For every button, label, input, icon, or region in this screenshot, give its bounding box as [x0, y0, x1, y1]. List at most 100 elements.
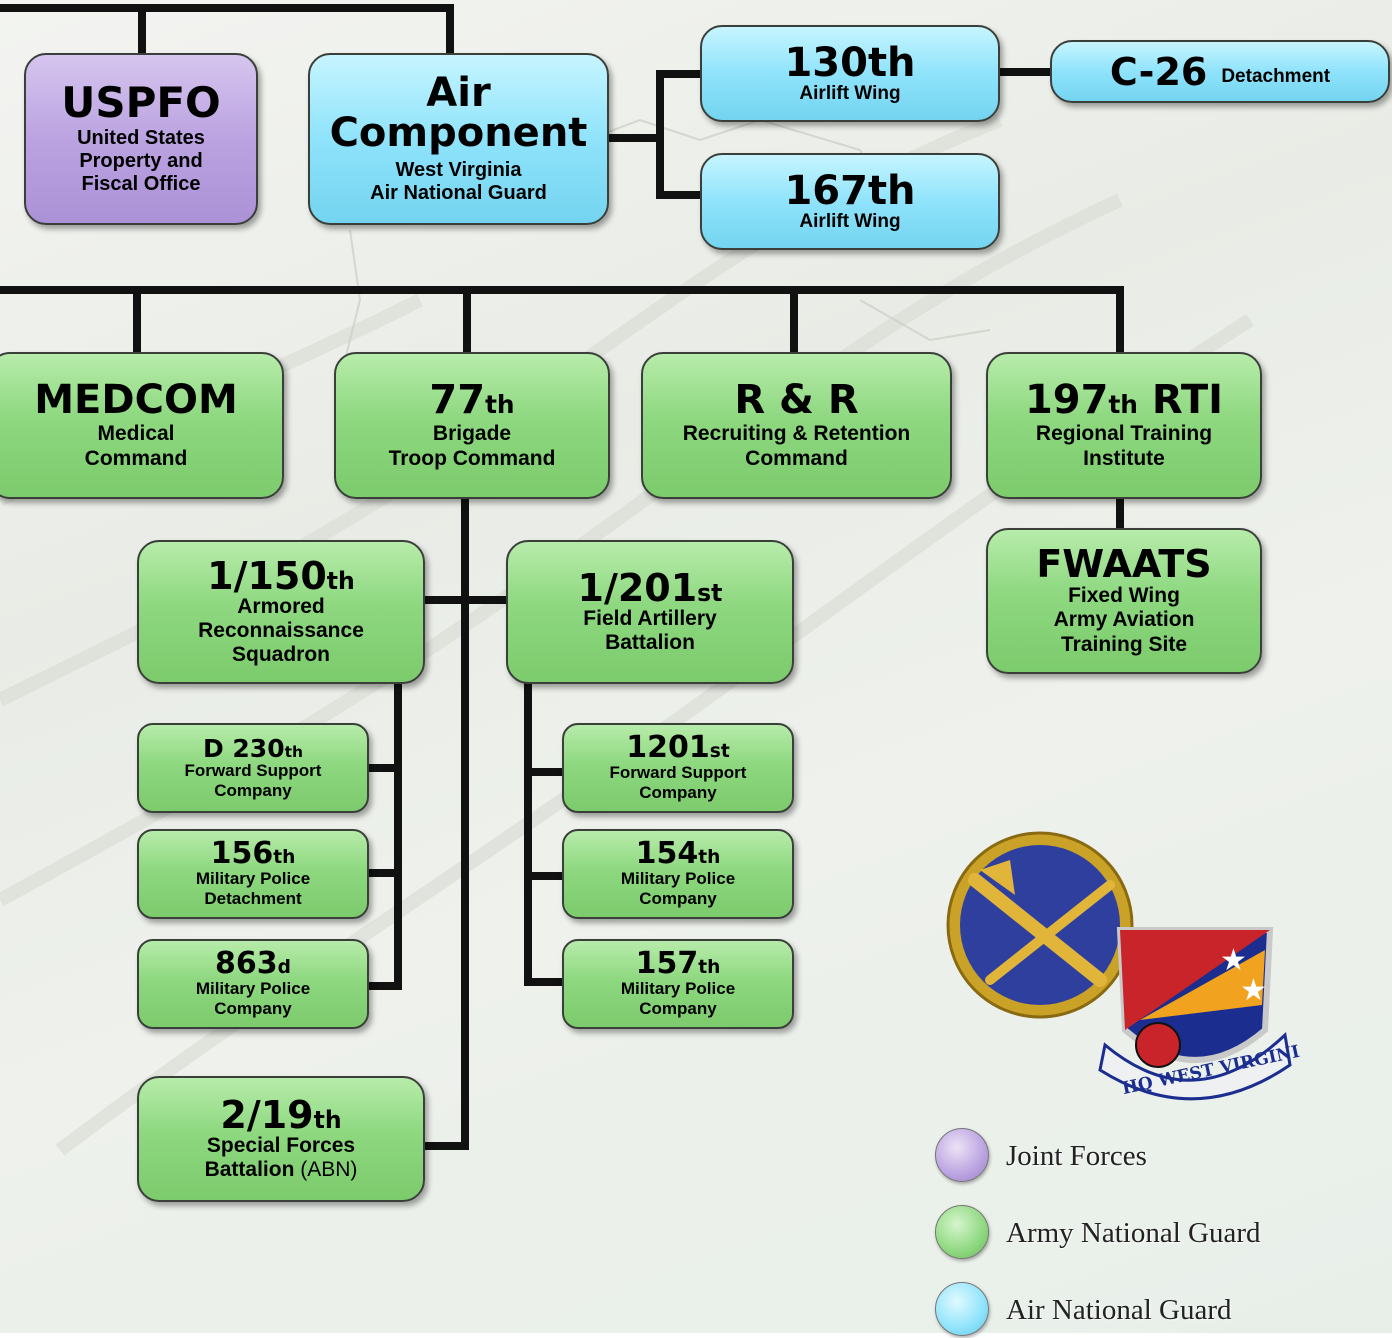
- s150-num: 1/150: [207, 553, 327, 598]
- aw167-sfx: th: [867, 167, 916, 214]
- aw167-num: 167: [784, 167, 868, 214]
- uspfo-sub2: Property and: [79, 150, 203, 172]
- fs-1201-box: 1201st Forward Support Company: [562, 723, 794, 813]
- army-patch-icon: [946, 831, 1134, 1019]
- aw130-sfx: th: [867, 39, 916, 86]
- uspfo-sub1: United States: [77, 127, 205, 149]
- rti-sub1: Regional Training: [1035, 422, 1213, 446]
- airlift-wing-130-box: 130th Airlift Wing: [700, 25, 1000, 122]
- uspfo-title: USPFO: [61, 78, 221, 127]
- svg-text:★: ★: [1220, 943, 1247, 978]
- fa201-sfx: st: [697, 578, 723, 607]
- mp863-sfx: d: [277, 957, 291, 979]
- d230-sub2: Company: [214, 780, 292, 800]
- brigade-77-box: 77th Brigade Troop Command: [334, 352, 610, 499]
- s150-sfx: th: [326, 566, 355, 595]
- mp156-sfx: th: [273, 847, 296, 869]
- unit-patches: ★ ★ HQ WEST VIRGINIA ANG: [940, 830, 1362, 1120]
- sf219-num: 2/19: [220, 1092, 314, 1137]
- mp157-sfx: th: [698, 957, 721, 979]
- sf219-sub2b: (ABN): [294, 1158, 358, 1181]
- fwaats-title: FWAATS: [1036, 542, 1212, 587]
- c26-sub: Detachment: [1221, 65, 1331, 87]
- medcom-sub2: Command: [84, 446, 188, 470]
- recruiting-retention-box: R & R Recruiting & Retention Command: [641, 352, 952, 499]
- rr-sub2: Command: [745, 446, 848, 470]
- b77-sfx: th: [485, 390, 515, 420]
- mp156-num: 156: [210, 836, 274, 872]
- s150-sub1: Armored: [237, 594, 325, 618]
- s150-sub3: Squadron: [232, 643, 330, 667]
- aw130-num: 130: [784, 39, 868, 86]
- legend-army-label: Army National Guard: [1006, 1217, 1261, 1249]
- mp-154-box: 154th Military Police Company: [562, 829, 794, 919]
- air-guard-patch-icon: ★ ★ HQ WEST VIRGINIA ANG: [1098, 927, 1362, 1101]
- mp863-num: 863: [215, 946, 278, 982]
- d230-num: D 230: [202, 733, 285, 763]
- legend-joint-label: Joint Forces: [1006, 1140, 1147, 1172]
- air-component-box: Air Component West Virginia Air National…: [308, 53, 609, 225]
- field-artillery-1-201-box: 1/201st Field Artillery Battalion: [506, 540, 794, 684]
- air-sub2: Air National Guard: [370, 182, 547, 204]
- mp-156-box: 156th Military Police Detachment: [137, 829, 369, 919]
- mp157-sub1: Military Police: [620, 979, 736, 999]
- b77-sub2: Troop Command: [388, 446, 556, 470]
- rti-sfx: th: [1108, 390, 1138, 420]
- fs1201-num: 1201: [626, 730, 710, 766]
- mp863-sub1: Military Police: [195, 979, 311, 999]
- fs1201-sfx: st: [709, 741, 730, 763]
- aw167-sub: Airlift Wing: [799, 210, 901, 232]
- medcom-box: MEDCOM Medical Command: [0, 352, 284, 499]
- mp156-sub2: Detachment: [204, 889, 302, 908]
- mp157-num: 157: [635, 946, 699, 982]
- special-forces-2-19-box: 2/19th Special Forces Battalion (ABN): [137, 1076, 425, 1202]
- fa201-sub2: Battalion: [605, 631, 695, 654]
- rti-num: 197: [1024, 377, 1109, 424]
- legend-joint-dot: [935, 1128, 989, 1182]
- rti-tail: RTI: [1137, 377, 1224, 424]
- mp154-sub1: Military Police: [620, 869, 736, 889]
- sf219-sub1: Special Forces: [206, 1133, 356, 1157]
- mp154-sfx: th: [698, 847, 721, 869]
- fa201-sub1: Field Artillery: [583, 606, 717, 630]
- fa201-num: 1/201: [577, 565, 698, 610]
- s150-sub2: Reconnaissance: [198, 618, 364, 642]
- fwaats-sub2: Army Aviation: [1053, 608, 1195, 632]
- mp156-sub1: Military Police: [195, 869, 311, 889]
- rr-sub1: Recruiting & Retention: [682, 422, 911, 446]
- legend-air-label: Air National Guard: [1006, 1294, 1232, 1326]
- aw130-sub: Airlift Wing: [799, 82, 901, 104]
- sf219-sub2: Battalion: [204, 1158, 295, 1181]
- medcom-sub1: Medical: [97, 422, 175, 446]
- d230-sfx: th: [284, 742, 304, 761]
- airlift-wing-167-box: 167th Airlift Wing: [700, 153, 1000, 250]
- d230-sub1: Forward Support: [184, 760, 322, 780]
- d230-box: D 230th Forward Support Company: [137, 723, 369, 813]
- mp157-sub2: Company: [639, 999, 717, 1018]
- legend-army-dot: [935, 1205, 989, 1259]
- b77-num: 77: [429, 377, 486, 424]
- sf219-sfx: th: [313, 1105, 342, 1134]
- squadron-1-150-box: 1/150th Armored Reconnaissance Squadron: [137, 540, 425, 684]
- air-title-2: Component: [329, 110, 588, 156]
- b77-sub1: Brigade: [432, 422, 512, 446]
- svg-text:★: ★: [1240, 973, 1267, 1008]
- fs1201-sub1: Forward Support: [609, 763, 747, 783]
- mp154-num: 154: [635, 836, 699, 872]
- fwaats-sub3: Training Site: [1060, 632, 1188, 656]
- fwaats-sub1: Fixed Wing: [1068, 584, 1180, 608]
- c26-title: C-26: [1109, 49, 1208, 94]
- rti-sub2: Institute: [1083, 446, 1165, 470]
- rti-197-box: 197th RTI Regional Training Institute: [986, 352, 1262, 499]
- legend-air-dot: [935, 1282, 989, 1336]
- fwaats-box: FWAATS Fixed Wing Army Aviation Training…: [986, 528, 1262, 674]
- fs1201-sub2: Company: [639, 783, 717, 802]
- c26-detachment-box: C-26 Detachment: [1050, 40, 1390, 103]
- medcom-title: MEDCOM: [34, 377, 238, 424]
- rr-title: R & R: [734, 377, 859, 424]
- mp-863-box: 863d Military Police Company: [137, 939, 369, 1029]
- air-sub1: West Virginia: [395, 159, 522, 181]
- air-title-1: Air: [426, 70, 491, 116]
- uspfo-box: USPFO United States Property and Fiscal …: [24, 53, 258, 225]
